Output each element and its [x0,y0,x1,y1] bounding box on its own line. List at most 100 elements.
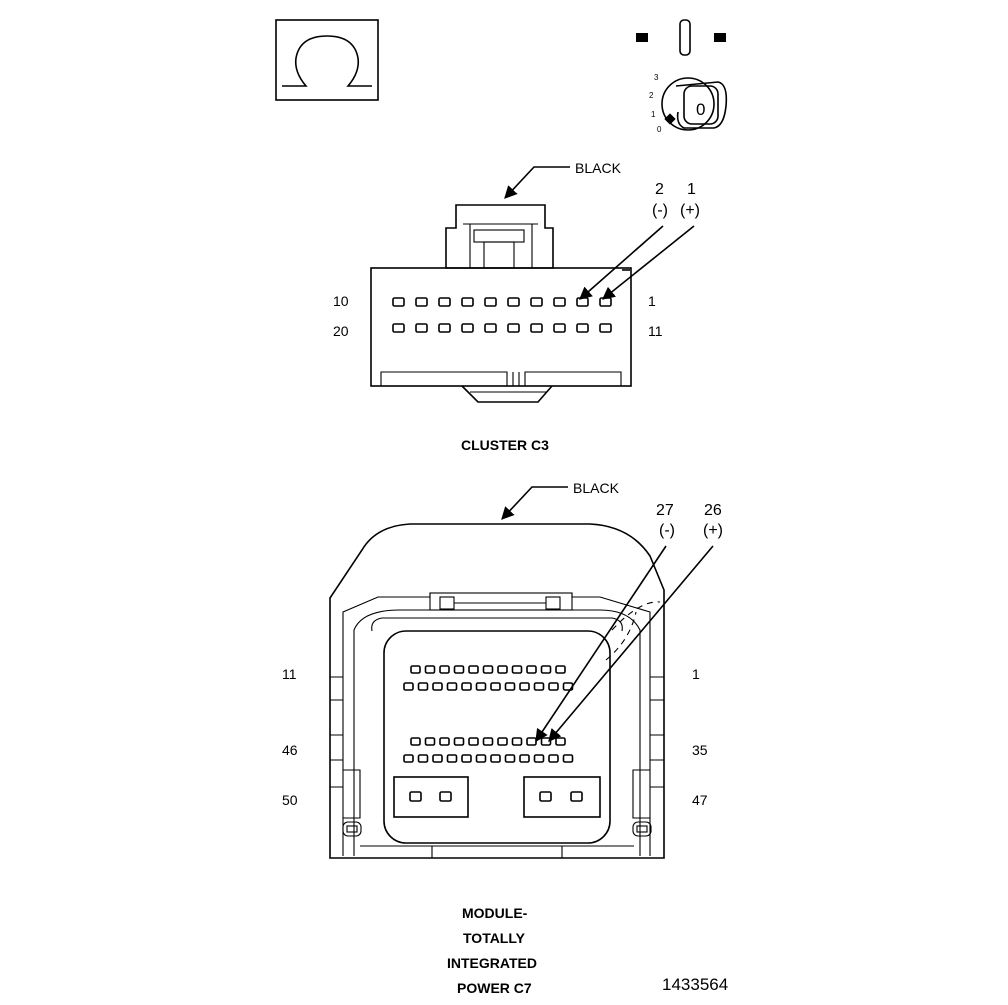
c7-left-label-46: 46 [282,742,298,758]
c7-color-leader [501,486,568,520]
c7-title-line4: POWER C7 [457,980,532,996]
c3-probe-pos-lead [602,225,695,300]
c3-probe-neg-polarity: (-) [652,202,668,219]
pin-cavity [392,297,405,307]
pin-cavity [519,754,530,763]
c7-probe-pos-lead [548,545,714,742]
pin-cavity [519,682,530,691]
pin-cavity [415,323,428,333]
pin-cavity [507,297,520,307]
c3-probe-neg-pin: 2 [655,181,664,198]
pin-cavity [439,791,452,802]
pin-cavity [484,323,497,333]
pin-cavity [562,754,574,763]
pin-cavity [497,737,508,746]
c7-probe-neg-polarity: (-) [659,522,675,539]
pin-cavity [446,754,458,763]
pin-cavity [410,665,421,674]
c3-right-label-row1: 1 [648,293,656,309]
ignition-switch-off-icon: 0 3 2 1 0 [636,19,728,134]
pin-cavity [490,754,501,763]
pin-cavity [599,297,612,307]
c3-probe-pos-pin: 1 [687,181,696,198]
c3-right-label-row2: 11 [648,323,663,339]
pin-cavity [555,737,566,746]
pin-cavity [438,323,451,333]
pin-cavity [392,323,405,333]
pin-cavity [432,682,443,691]
pin-cavity [576,297,589,307]
pin-cavity [403,682,414,691]
c7-probe-neg-lead [535,545,667,743]
pin-cavity [533,754,545,763]
c7-probe-pos-pin: 26 [704,502,722,519]
pin-cavity [439,665,450,674]
pin-cavity [553,297,566,307]
pin-cavity [439,737,450,746]
c3-probe-neg-lead [579,225,664,300]
pin-cavity [497,665,508,674]
pin-cavity [504,682,516,691]
pin-cavity [530,297,543,307]
pin-cavity [548,682,559,691]
pin-cavity [540,665,552,674]
pin-cavity [555,665,566,674]
c7-probe-neg-pin: 27 [656,502,674,519]
pin-cavity [482,737,494,746]
pin-cavity [468,665,479,674]
c7-color-label: BLACK [573,480,620,496]
pin-cavity [453,737,465,746]
c7-right-label-47: 47 [692,792,708,808]
c7-title-line2: TOTALLY [463,930,526,946]
pin-cavity [438,297,451,307]
cluster-c3-pin-cavities [392,297,612,333]
pin-cavity [539,791,552,802]
c7-right-label-35: 35 [692,742,708,758]
pin-cavity [417,754,429,763]
c7-title-line3: INTEGRATED [447,955,537,971]
pin-cavity [461,682,472,691]
pin-cavity [576,323,589,333]
c7-probe-pos-polarity: (+) [703,522,723,539]
pin-cavity [424,737,436,746]
tipm-c7-pin-cavities [403,665,583,802]
pin-cavity [424,665,436,674]
pin-cavity [553,323,566,333]
key-position-label: 0 [696,100,705,119]
pin-cavity [475,682,487,691]
c3-color-leader [504,166,570,199]
pin-cavity [548,754,559,763]
pin-cavity [453,665,465,674]
c3-title: CLUSTER C3 [461,437,549,453]
pin-cavity [461,323,474,333]
ohm-meter-icon [275,19,379,101]
pin-cavity [461,754,472,763]
pin-cavity [570,791,583,802]
pin-cavity [507,323,520,333]
c3-left-label-row2: 20 [333,323,349,339]
pin-cavity [461,297,474,307]
pin-cavity [533,682,545,691]
pin-cavity [511,737,523,746]
c3-left-label-row1: 10 [333,293,349,309]
c3-color-label: BLACK [575,160,622,176]
pin-cavity [417,682,429,691]
pin-cavity [504,754,516,763]
key-position-2: 2 [649,91,654,100]
pin-cavity [526,737,537,746]
pin-cavity [526,665,537,674]
pin-cavity [599,323,612,333]
pin-cavity [468,737,479,746]
pin-cavity [540,737,552,746]
pin-cavity [475,754,487,763]
pin-cavity [410,737,421,746]
pin-cavity [403,754,414,763]
pin-cavity [415,297,428,307]
pin-cavity [490,682,501,691]
cluster-c3-connector [370,204,632,403]
c7-left-label-11: 11 [282,666,297,682]
c7-left-label-50: 50 [282,792,298,808]
pin-cavity [484,297,497,307]
